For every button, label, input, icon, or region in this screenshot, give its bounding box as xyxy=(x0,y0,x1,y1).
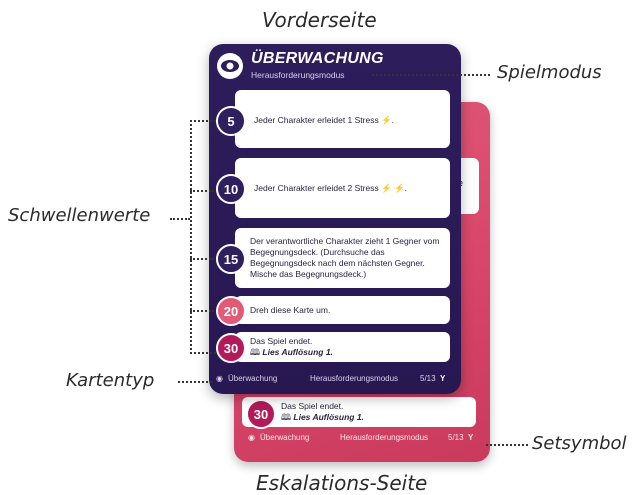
threshold-box-5 xyxy=(235,90,450,148)
leader-threshold-10 xyxy=(190,190,214,192)
threshold-text: Dreh diese Karte um. xyxy=(250,305,331,315)
threshold-value: 20 xyxy=(216,296,246,326)
back-footer-mode: Herausforderungsmodus xyxy=(340,433,429,442)
set-symbol-icon: Y xyxy=(468,433,474,442)
eye-icon: ◉ xyxy=(248,433,255,442)
threshold-box-15 xyxy=(235,228,450,288)
leader-thresholds xyxy=(170,218,190,220)
book-icon: 🕮 xyxy=(281,412,294,422)
card-mode: Herausforderungsmodus xyxy=(251,70,345,80)
eye-icon xyxy=(217,53,243,79)
card-type-label: Kartentyp xyxy=(66,370,155,391)
leader-threshold-20 xyxy=(190,310,214,312)
back-footer-type: Überwachung xyxy=(260,433,310,442)
threshold-text: Der verantwortliche Charakter zieht 1 Ge… xyxy=(250,236,440,279)
front-side-label: Vorderseite xyxy=(262,8,377,32)
leader-set-symbol xyxy=(486,444,528,446)
back-threshold-value: 30 xyxy=(246,399,276,429)
set-symbol-icon: Y xyxy=(440,374,446,383)
leader-thresholds-bracket xyxy=(190,120,216,354)
threshold-value: 15 xyxy=(216,244,246,274)
threshold-text-line2: Lies Auflösung 1. xyxy=(262,347,333,357)
front-footer-type: Überwachung xyxy=(228,374,278,383)
front-footer-number: 5/13 xyxy=(420,374,436,383)
game-mode-label: Spielmodus xyxy=(497,62,602,83)
leader-game-mode xyxy=(372,74,490,76)
front-card-footer: ◉ Überwachung Herausforderungsmodus 5/13… xyxy=(216,374,456,388)
back-end-threshold-box xyxy=(242,397,476,427)
threshold-value: 5 xyxy=(216,106,246,136)
threshold-text: Jeder Charakter erleidet 1 Stress ⚡. xyxy=(254,115,395,125)
threshold-text: Jeder Charakter erleidet 2 Stress ⚡ ⚡. xyxy=(254,183,407,193)
threshold-box-20 xyxy=(235,296,450,324)
escalation-side-label: Eskalations-Seite xyxy=(256,471,428,495)
back-footer-number: 5/13 xyxy=(448,433,464,442)
threshold-box-30 xyxy=(235,332,450,362)
eye-icon: ◉ xyxy=(216,374,223,383)
back-end-line2: Lies Auflösung 1. xyxy=(293,412,364,422)
leader-threshold-15 xyxy=(190,258,214,260)
book-icon: 🕮 xyxy=(250,347,263,357)
threshold-text-line1: Das Spiel endet. xyxy=(250,336,313,346)
threshold-box-10 xyxy=(235,158,450,218)
back-end-line1: Das Spiel endet. xyxy=(281,401,344,411)
set-symbol-label: Setsymbol xyxy=(532,433,627,454)
front-footer-mode: Herausforderungsmodus xyxy=(310,374,399,383)
back-card-footer: ◉ Überwachung Herausforderungsmodus 5/13… xyxy=(242,433,482,449)
threshold-value: 10 xyxy=(216,174,246,204)
threshold-text-line2-wrap: 🕮 Lies Auflösung 1. xyxy=(250,347,333,358)
threshold-value: 30 xyxy=(216,333,246,363)
card-title: ÜBERWACHUNG xyxy=(251,50,384,67)
leader-card-type xyxy=(178,381,212,383)
thresholds-label: Schwellenwerte xyxy=(8,205,151,226)
back-end-line2-wrap: 🕮 Lies Auflösung 1. xyxy=(281,412,364,423)
